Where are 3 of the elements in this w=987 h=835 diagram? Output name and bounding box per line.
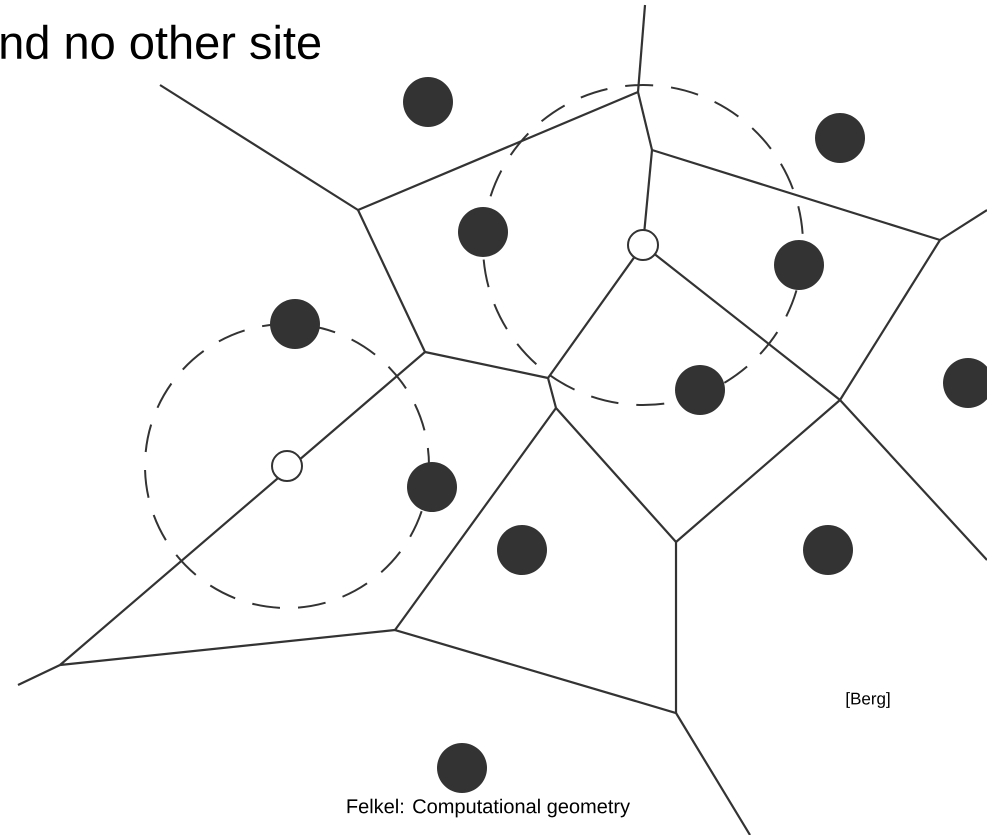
- label-text: [Berg]: [846, 692, 890, 708]
- caption: Felkel: Computational geometry: [348, 798, 630, 818]
- title: nd no other site: [1, 24, 320, 60]
